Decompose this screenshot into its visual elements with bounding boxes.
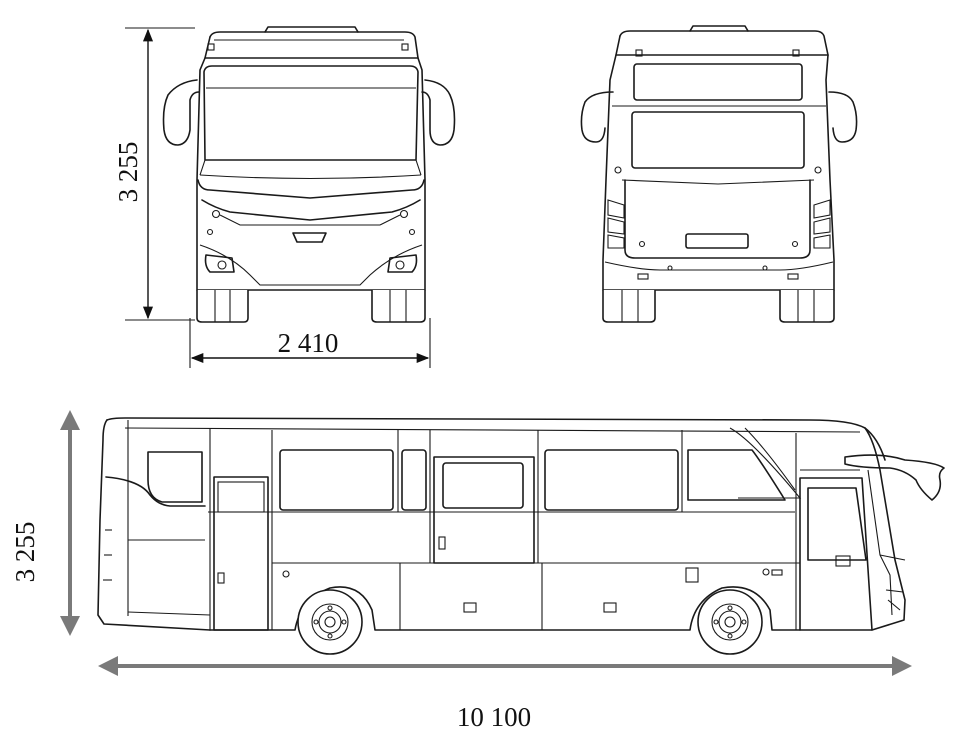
bus-front-view (162, 26, 456, 323)
front-width-dimension: 2 410 (189, 318, 431, 368)
bus-side-view (97, 417, 945, 655)
front-height-label: 3 255 (113, 142, 143, 203)
side-height-dimension: 3 255 (10, 410, 80, 636)
side-length-dimension: 10 100 (98, 656, 912, 732)
side-height-label: 3 255 (10, 522, 40, 583)
rear-wheel (297, 589, 363, 655)
front-height-dimension: 3 255 (113, 27, 195, 321)
front-wheel (697, 589, 763, 655)
bus-rear-view (580, 25, 858, 323)
side-length-label: 10 100 (457, 702, 531, 732)
front-width-label: 2 410 (278, 328, 339, 358)
